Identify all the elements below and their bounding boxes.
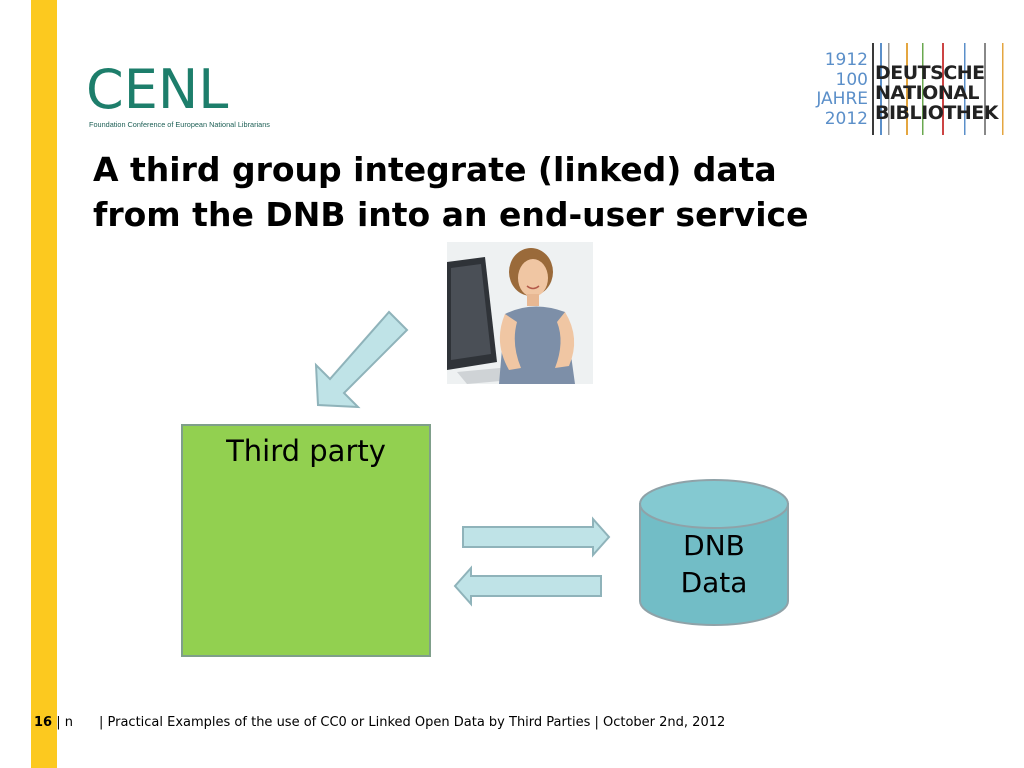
slide-title-line-2: from the DNB into an end-user service	[93, 195, 809, 234]
dnb-name-line-2: NATIONAL	[875, 82, 980, 104]
dnb-name-line-1: DEUTSCHE	[875, 62, 985, 84]
dnb-logo-years: 1912 100 JAHRE 2012	[800, 50, 868, 129]
slide-title-line-1: A third group integrate (linked) data	[93, 150, 777, 189]
third-party-label: Third party	[226, 434, 386, 468]
dnb-year-1912: 1912	[824, 50, 868, 70]
cenl-logo-word: CENL	[86, 58, 229, 121]
dnb-logo: 1912 100 JAHRE 2012 DEUTSCHE NATIONAL BI…	[800, 43, 1020, 139]
cenl-logo-tagline: Foundation Conference of European Nation…	[89, 120, 270, 129]
footer-section: | n	[52, 715, 73, 730]
dnb-logo-name: DEUTSCHE NATIONAL BIBLIOTHEK	[875, 63, 998, 123]
dnb-year-2012: 2012	[824, 108, 868, 129]
dnb-data-cylinder	[639, 479, 789, 626]
arrow-third-party-to-dnb	[462, 516, 611, 558]
slide-footer: 16 | n | Practical Examples of the use of…	[34, 715, 725, 735]
dnb-data-label-line-2: Data	[680, 566, 748, 599]
arrow-dnb-to-third-party	[453, 565, 602, 607]
dnb-year-100: 100	[835, 69, 868, 90]
slide-title: A third group integrate (linked) data fr…	[93, 147, 973, 237]
dnb-logo-stripes	[872, 43, 1004, 135]
arrow-user-to-third-party	[314, 310, 409, 409]
footer-text: | Practical Examples of the use of CC0 o…	[98, 715, 726, 730]
dnb-data-label-line-1: DNB	[683, 529, 745, 562]
third-party-box: Third party	[181, 424, 431, 657]
dnb-name-line-3: BIBLIOTHEK	[875, 102, 998, 124]
dnb-year-jahre: JAHRE	[816, 89, 868, 109]
dnb-data-label: DNB Data	[640, 527, 788, 601]
user-at-computer-photo	[447, 242, 593, 384]
side-accent-bar	[31, 0, 57, 768]
page-number: 16	[34, 715, 53, 730]
cenl-logo: CENL Foundation Conference of European N…	[86, 58, 270, 132]
